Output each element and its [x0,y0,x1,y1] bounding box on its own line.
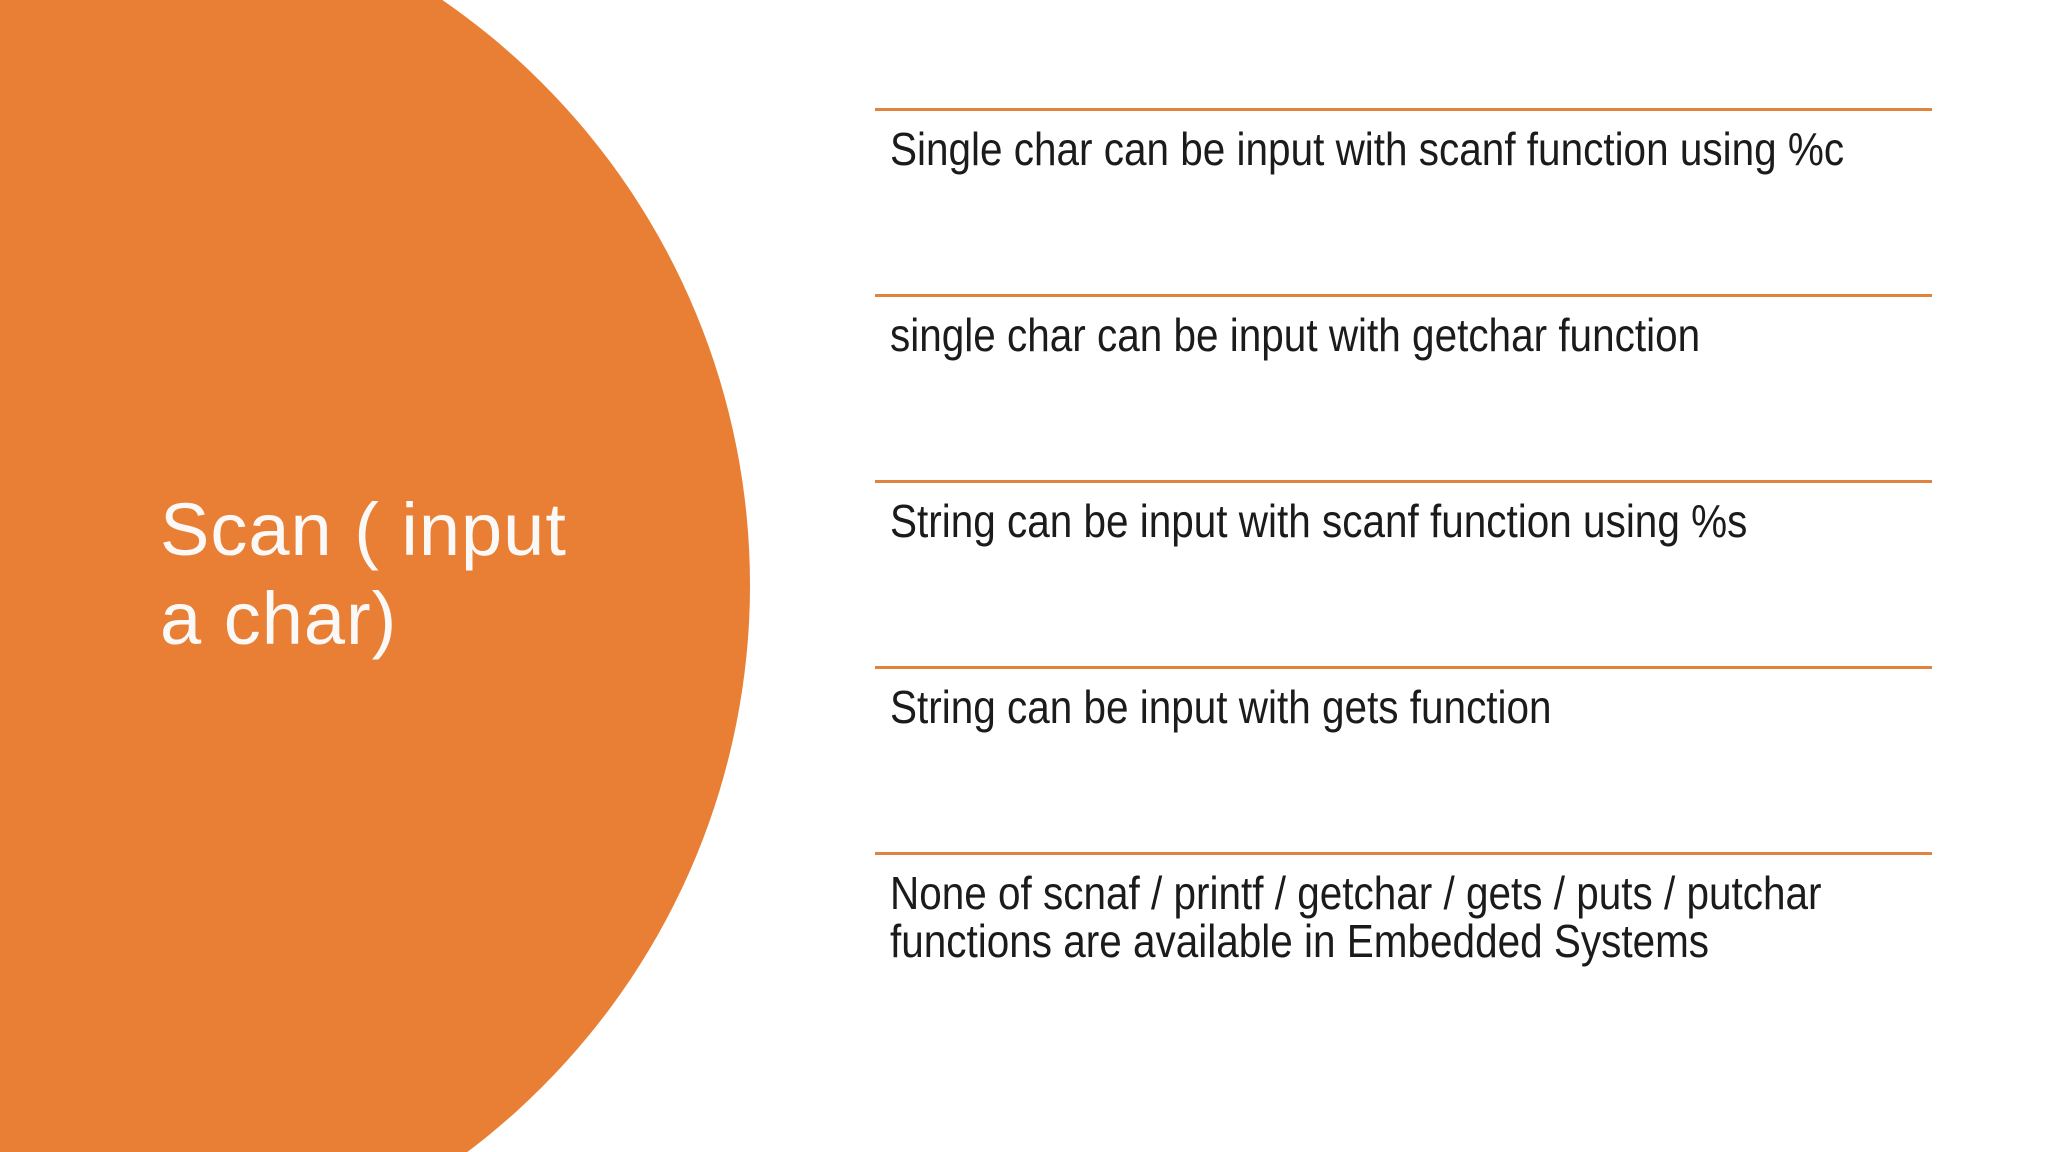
list-item-text-line: functions are available in Embedded Syst… [890,915,1710,968]
list-item: single char can be input with getchar fu… [875,294,1932,480]
list-item-text: String can be input with scanf function … [890,495,1932,547]
list-item: String can be input with scanf function … [875,480,1932,666]
list-item-text-line: None of scnaf / printf / getchar / gets … [890,867,1822,919]
bullet-list: Single char can be input with scanf func… [875,108,1932,966]
list-item-text-line: String can be input with scanf function … [890,495,1748,547]
title-line-1: Scan ( input [160,488,567,571]
list-item-text: functions are available in Embedded Syst… [890,915,1932,968]
list-item-text-line: Single char can be input with scanf func… [890,123,1845,175]
list-item: Single char can be input with scanf func… [875,108,1932,294]
title-line-2: a char) [160,576,398,660]
list-item-text: String can be input with gets function [890,681,1932,733]
list-item-text: single char can be input with getchar fu… [890,309,1932,361]
list-item: String can be input with gets function [875,666,1932,852]
list-item-text-line: single char can be input with getchar fu… [890,309,1701,361]
list-item-text: None of scnaf / printf / getchar / gets … [890,867,1932,919]
list-item-text: Single char can be input with scanf func… [890,123,1932,175]
list-item: None of scnaf / printf / getchar / gets … [875,852,1932,966]
accent-circle [0,0,750,1152]
slide-title: Scan ( input a char) [160,486,720,664]
list-item-text-line: String can be input with gets function [890,681,1552,733]
